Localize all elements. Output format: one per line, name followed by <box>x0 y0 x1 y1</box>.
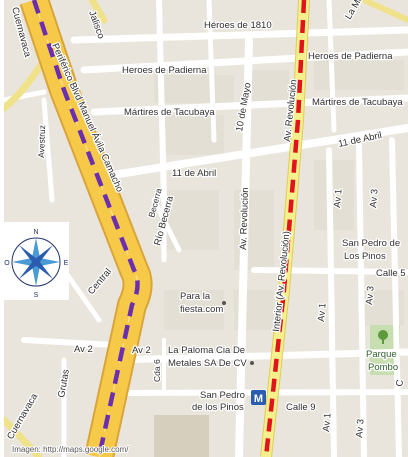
label-11-abril-left: 11 de Abril <box>172 168 216 179</box>
label-av1-a: Av 1 <box>332 189 345 209</box>
metro-symbol: M <box>254 393 263 405</box>
map-view[interactable]: Jalisco Cuernavaca Héroes de 1810 Heroes… <box>4 0 408 457</box>
poi-marker-la-paloma[interactable] <box>250 361 254 365</box>
park-tree-icon <box>378 330 388 344</box>
compass-e: E <box>64 260 69 267</box>
label-cda6: Cda 6 <box>152 359 162 382</box>
label-av3-c: Av 3 <box>354 419 367 439</box>
label-av3-a: Av 3 <box>368 189 381 209</box>
label-heroes-1810: Héroes de 1810 <box>204 20 272 31</box>
label-av1-b: Av 1 <box>316 303 329 323</box>
map-canvas: Jalisco Cuernavaca Héroes de 1810 Heroes… <box>4 0 408 457</box>
label-av2-left: Av 2 <box>74 344 93 355</box>
label-av-revolucion-mid: Av. Revolución <box>238 187 251 250</box>
label-para-fiesta-2: fiesta.com <box>180 304 223 315</box>
compass-s: S <box>34 292 39 299</box>
building-area <box>154 415 209 457</box>
label-cuernavaca-right: C <box>394 379 406 388</box>
label-la-paloma-1: La Paloma Cia De <box>168 345 245 356</box>
label-san-pedro-pinos-2: Los Pinos <box>344 251 386 262</box>
label-para-fiesta-1: Para la <box>180 291 211 302</box>
label-pombo: Pombo <box>368 362 398 373</box>
label-la-paloma-2: Metales SA De CV <box>168 358 247 369</box>
map-attribution: Imagen: http://maps.google.com/ <box>12 445 129 454</box>
label-metro-station-1: San Pedro <box>200 390 245 401</box>
label-calle9: Calle 9 <box>286 402 316 413</box>
label-av1-c: Av 1 <box>321 413 334 433</box>
label-heroes-padierna-right: Heroes de Padierna <box>308 51 393 62</box>
label-martires-right: Mártires de Tacubaya <box>312 97 403 108</box>
label-avestruz: Avestruz <box>36 125 47 158</box>
poi-marker-fiesta[interactable] <box>222 301 226 305</box>
compass-rose: N S E O <box>4 222 69 300</box>
blocks <box>154 60 404 330</box>
minor-streets <box>4 0 408 457</box>
label-av2-right: Av 2 <box>132 345 151 356</box>
label-av3-b: Av 3 <box>364 286 377 306</box>
route-purple-dashed <box>31 0 140 457</box>
label-metro-station-2: de los Pinos <box>192 402 244 413</box>
label-parque: Parque <box>366 349 397 360</box>
route-red-dashed <box>263 0 307 457</box>
compass-o: O <box>4 260 10 267</box>
metro-icon[interactable]: M <box>251 390 266 405</box>
label-heroes-padierna-left: Heroes de Padierna <box>122 65 207 76</box>
label-calle5: Calle 5 <box>376 268 406 279</box>
label-san-pedro-pinos-1: San Pedro de <box>342 238 400 249</box>
compass-n: N <box>33 229 38 236</box>
label-martires-left: Mártires de Tacubaya <box>124 107 215 118</box>
